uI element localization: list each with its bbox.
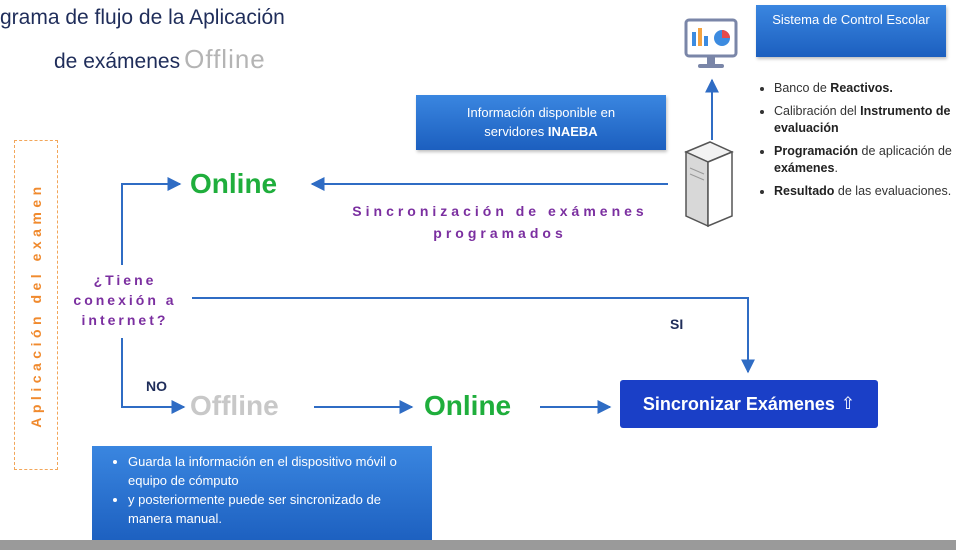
sync-exams-button[interactable]: Sincronizar Exámenes ⇧ [620, 380, 878, 428]
arrow-yes-to-sync [192, 297, 755, 374]
sync-programmed-label: Sincronización de exámenes programados [330, 200, 670, 244]
school-control-system-box: Sistema de Control Escolar [756, 5, 946, 57]
feature-item-bank: Banco de Reactivos. [774, 80, 952, 97]
info-line-2-bold: INAEBA [547, 124, 598, 139]
feature-bold: Instrumento de evaluación [774, 104, 951, 135]
bottom-bar [0, 540, 956, 550]
arrow-no-to-offline [121, 338, 186, 414]
online-label-bottom: Online [424, 390, 512, 421]
sync-exams-label: Sincronizar Exámenes [642, 393, 835, 414]
connection-question: ¿Tiene conexión a internet? [66, 270, 184, 330]
subtitle-text: de exámenes [54, 50, 181, 73]
feature-item-programming: Programación de aplicación de exámenes. [774, 143, 952, 177]
feature-text: de las evaluaciones. [834, 184, 952, 198]
offline-notes-box: Guarda la información en el dispositivo … [92, 446, 432, 544]
note-item: y posteriormente puede ser sincronizado … [128, 490, 422, 528]
feature-bold: Programación [774, 144, 859, 158]
note-item: Guarda la información en el dispositivo … [128, 452, 422, 490]
feature-list: Banco de Reactivos. Calibración del Inst… [742, 80, 952, 206]
subtitle-offline-word: Offline [184, 44, 266, 74]
feature-text: . [834, 161, 838, 175]
side-label: Aplicación del examen [28, 182, 44, 428]
question-line-2: conexión a [73, 292, 177, 308]
upload-icon: ⇧ [840, 394, 856, 413]
online-label-top: Online [190, 168, 278, 199]
side-label-box: Aplicación del examen [14, 140, 58, 470]
server-icon [684, 141, 734, 228]
monitor-chart-icon [684, 18, 738, 68]
feature-item-calibration: Calibración del Instrumento de evaluació… [774, 103, 952, 137]
feature-bold: Reactivos. [830, 81, 893, 95]
feature-text: Calibración del [774, 104, 861, 118]
info-line-2: servidores INAEBA [416, 122, 666, 141]
sync-label-line-1: Sincronización de exámenes [352, 203, 648, 219]
sync-label-line-2: programados [433, 225, 567, 241]
info-line-1: Información disponible en [466, 105, 616, 120]
offline-label: Offline [190, 390, 279, 421]
no-label: NO [146, 378, 167, 394]
feature-text: Banco de [774, 81, 831, 95]
feature-bold: exámenes [774, 161, 835, 175]
yes-label: SI [670, 316, 684, 332]
feature-text: de aplicación de [858, 144, 952, 158]
feature-item-results: Resultado de las evaluaciones. [774, 183, 952, 200]
question-line-1: ¿Tiene [93, 272, 157, 288]
arrow-question-to-online [121, 177, 182, 265]
info-available-box: Información disponible en servidores INA… [416, 95, 666, 150]
info-line-2-text: servidores [484, 124, 548, 139]
feature-bold: Resultado [774, 184, 835, 198]
question-line-3: internet? [81, 312, 169, 328]
page-title: grama de flujo de la Aplicación [0, 6, 285, 29]
